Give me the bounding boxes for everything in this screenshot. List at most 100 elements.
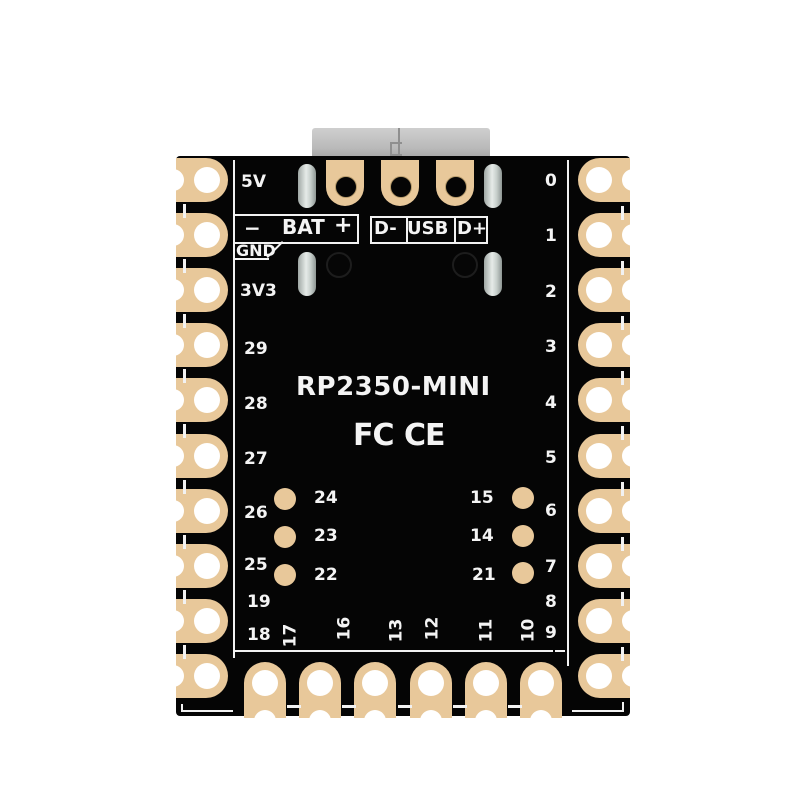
pad-hole xyxy=(586,443,612,469)
pin-tick xyxy=(621,316,624,330)
pin-tick xyxy=(183,424,186,438)
pin-pad-12 xyxy=(410,662,452,726)
pin-tick xyxy=(508,705,522,708)
pin-tick xyxy=(183,535,186,549)
silk-corner-bl-h xyxy=(181,710,233,712)
pin-label-1: 1 xyxy=(545,226,557,246)
test-pad-label-14: 14 xyxy=(470,526,494,546)
pad-half-hole xyxy=(168,500,184,522)
pin-pad-8 xyxy=(578,599,638,643)
pin-pad-17 xyxy=(244,662,286,726)
pad-half-hole xyxy=(254,710,276,726)
pad-half-hole xyxy=(622,555,638,577)
test-pad-14 xyxy=(512,525,534,547)
pin-tick xyxy=(621,371,624,385)
pin-label-17: 17 xyxy=(280,623,301,648)
pad-half-hole xyxy=(364,710,386,726)
pin-tick xyxy=(398,705,412,708)
pin-tick xyxy=(183,590,186,604)
pad-half-hole xyxy=(530,710,552,726)
pad-hole xyxy=(194,663,220,689)
pad-half-hole xyxy=(622,610,638,632)
pad-hole xyxy=(194,498,220,524)
pin-label-3: 3 xyxy=(545,337,557,357)
bat-minus-label: − xyxy=(244,216,261,240)
pin-tick xyxy=(183,259,186,273)
pin-label-5v: 5V xyxy=(241,172,266,192)
pin-pad-2 xyxy=(578,268,638,312)
pin-label-25: 25 xyxy=(244,555,268,575)
pad-hole xyxy=(586,387,612,413)
pin-label-5: 5 xyxy=(545,448,557,468)
bat-label-box xyxy=(233,214,359,244)
pin-pad-26 xyxy=(168,489,228,533)
pin-pad-4 xyxy=(578,378,638,422)
usb-mount-slot-br xyxy=(484,252,502,296)
pad-half-hole xyxy=(168,610,184,632)
pad-half-hole xyxy=(622,334,638,356)
test-pad-22 xyxy=(274,564,296,586)
pad-hole xyxy=(445,176,467,198)
usb-pad-dminus xyxy=(326,160,364,206)
pad-half-hole xyxy=(622,169,638,191)
test-pad-label-23: 23 xyxy=(314,526,338,546)
pin-pad-25 xyxy=(168,544,228,588)
pin-label-11: 11 xyxy=(476,618,497,643)
pin-tick xyxy=(621,647,624,661)
test-pad-label-24: 24 xyxy=(314,488,338,508)
pad-hole xyxy=(194,277,220,303)
pin-pad-0 xyxy=(578,158,638,202)
pad-half-hole xyxy=(168,224,184,246)
pin-pad-11 xyxy=(465,662,507,726)
pin-pad-3 xyxy=(578,323,638,367)
pin-label-4: 4 xyxy=(545,393,557,413)
test-pad-23 xyxy=(274,526,296,548)
pad-half-hole xyxy=(622,279,638,301)
fcc-mark: FC xyxy=(353,418,395,453)
dminus-label: D- xyxy=(374,218,397,239)
pin-pad-16 xyxy=(299,662,341,726)
pin-pad-13 xyxy=(354,662,396,726)
pad-hole xyxy=(335,176,357,198)
pin-pad-10 xyxy=(520,662,562,726)
pad-hole xyxy=(586,663,612,689)
usb-pad-dplus xyxy=(436,160,474,206)
pad-hole xyxy=(586,553,612,579)
pad-half-hole xyxy=(622,500,638,522)
usb-pad-center xyxy=(381,160,419,206)
pad-hole xyxy=(194,332,220,358)
pad-hole xyxy=(586,608,612,634)
pin-tick xyxy=(621,206,624,220)
via xyxy=(452,252,478,278)
pad-hole xyxy=(194,608,220,634)
pad-half-hole xyxy=(168,555,184,577)
pad-hole xyxy=(194,387,220,413)
test-pad-15 xyxy=(512,487,534,509)
silk-bottom-line-end xyxy=(555,650,565,652)
pin-pad-18 xyxy=(168,654,228,698)
pad-hole xyxy=(586,222,612,248)
pad-hole xyxy=(194,222,220,248)
board-title: RP2350-MINI xyxy=(296,372,491,402)
pin-pad-28 xyxy=(168,378,228,422)
pin-label-6: 6 xyxy=(545,501,557,521)
pin-label-28: 28 xyxy=(244,394,268,414)
pad-half-hole xyxy=(622,389,638,411)
pin-pad-27 xyxy=(168,434,228,478)
pin-label-26: 26 xyxy=(244,503,268,523)
pin-tick xyxy=(287,705,301,708)
pin-label-29: 29 xyxy=(244,339,268,359)
via xyxy=(326,252,352,278)
pin-tick xyxy=(621,426,624,440)
pin-pad-9 xyxy=(578,654,638,698)
pad-half-hole xyxy=(622,445,638,467)
pad-half-hole xyxy=(168,169,184,191)
pin-tick xyxy=(621,537,624,551)
pad-hole xyxy=(418,670,444,696)
silk-corner-br-h xyxy=(572,710,624,712)
bat-label: BAT xyxy=(282,215,325,239)
pin-tick xyxy=(621,482,624,496)
pin-label-0: 0 xyxy=(545,171,557,191)
pin-label-gnd: GND xyxy=(236,241,276,260)
pin-label-3v3: 3V3 xyxy=(240,281,277,301)
